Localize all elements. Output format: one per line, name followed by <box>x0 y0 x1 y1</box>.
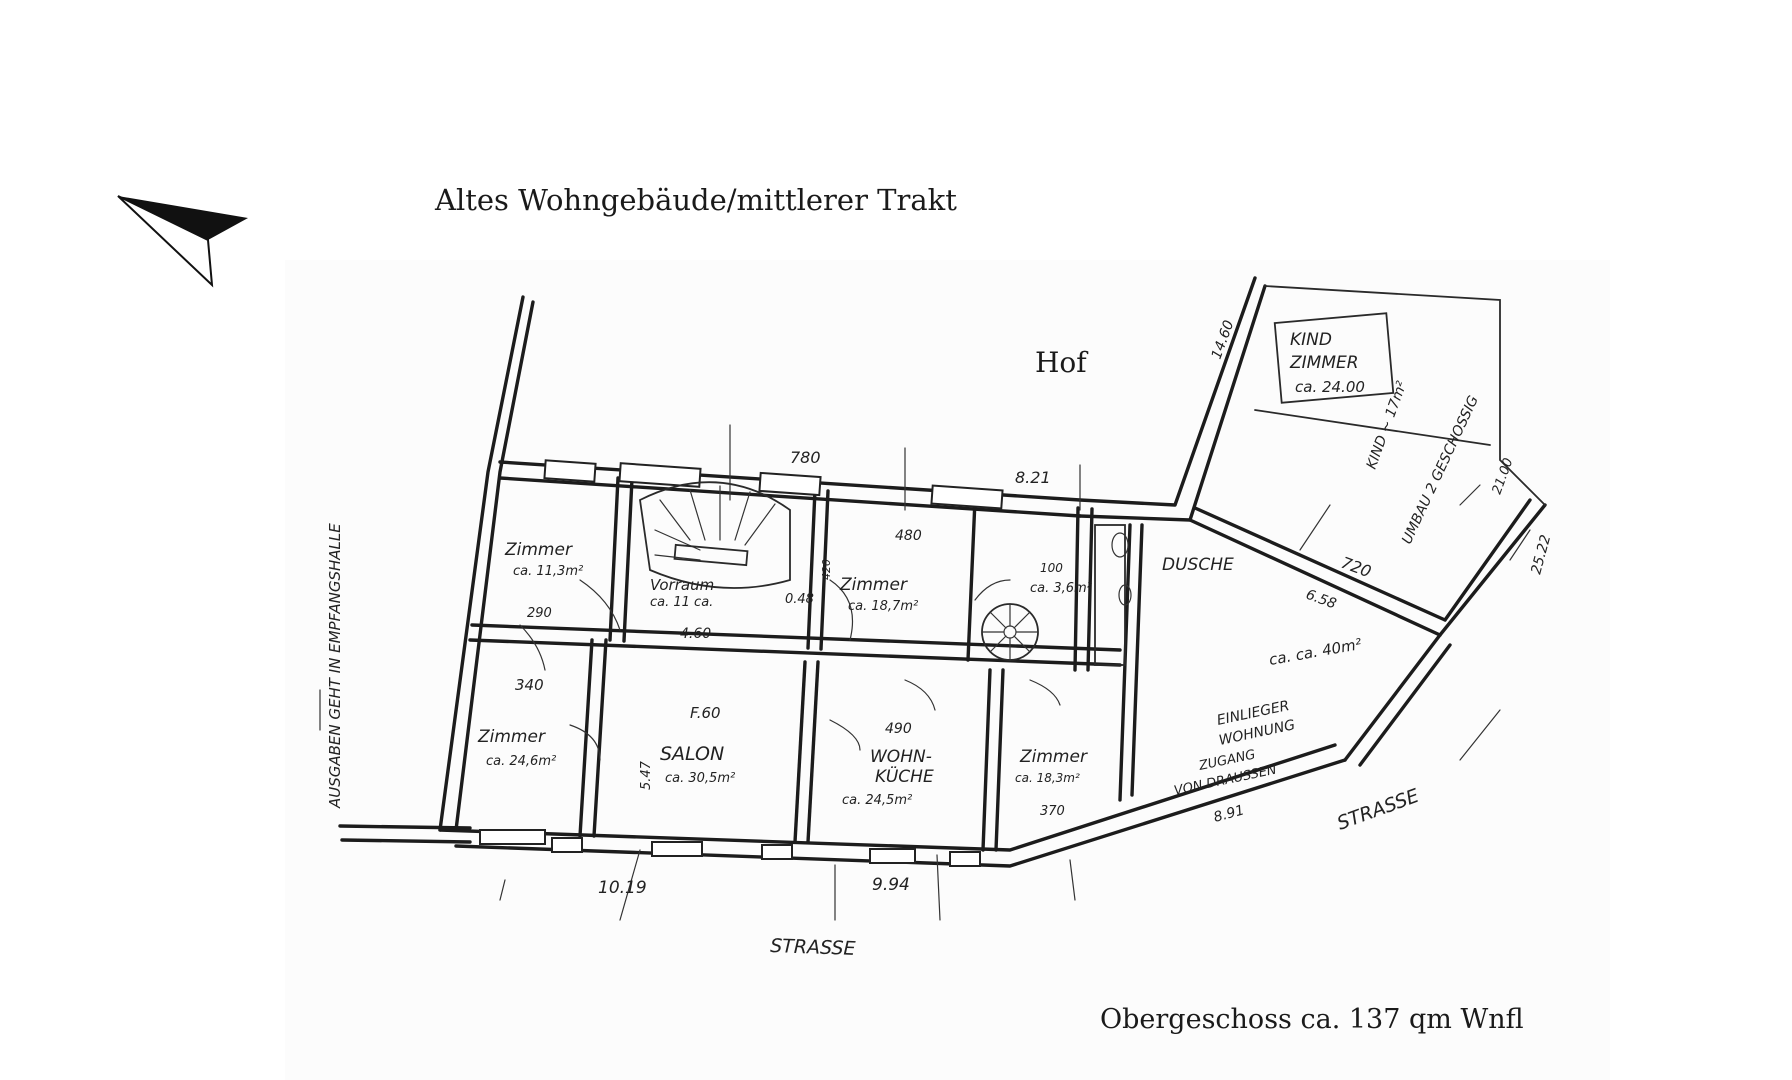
room-vorraum-area: ca. 11 ca. <box>650 595 713 610</box>
room-salon-name: SALON <box>660 743 724 765</box>
room-kind-line3: ca. 24.00 <box>1295 378 1365 396</box>
dim-780: 780 <box>790 448 821 467</box>
scan-paper <box>285 260 1610 1080</box>
annex-outline <box>1254 285 1546 506</box>
courtyard-label: Hof <box>1035 346 1089 379</box>
room-zimmer-3-area: ca. 24,6m² <box>486 754 556 769</box>
floor-caption: Obergeschoss ca. 137 qm Wnfl <box>1100 1004 1524 1035</box>
dim-100: 100 <box>1040 561 1063 575</box>
dim-420: 420 <box>820 559 833 580</box>
side-note: AUSGABEN GEHT IN EMPFANGSHALLE <box>326 523 344 809</box>
room-zimmer-4-area: ca. 18,3m² <box>1015 771 1080 785</box>
dim-290: 290 <box>527 606 552 621</box>
dim-480: 480 <box>895 528 922 544</box>
room-kind-line2: ZIMMER <box>1289 353 1359 373</box>
dim-048: 0.48 <box>785 592 814 607</box>
room-vorraum-name: Vorraum <box>650 576 714 594</box>
dim-1019: 10.19 <box>598 878 647 898</box>
room-wohnkueche-name: WOHN- <box>870 747 932 767</box>
room-wohnkueche-area: ca. 24,5m² <box>842 793 912 808</box>
room-kind-line1: KIND <box>1290 330 1332 350</box>
bathroom-fixtures <box>1094 524 1132 666</box>
room-zimmer-1-area: ca. 11,3m² <box>513 564 583 579</box>
dim-340: 340 <box>515 676 544 694</box>
room-zimmer-4-name: Zimmer <box>1019 747 1088 767</box>
staircase <box>639 481 791 589</box>
dimension-lines <box>319 424 1531 921</box>
windows <box>479 459 1004 867</box>
room-zimmer-2-name: Zimmer <box>839 575 908 595</box>
room-bad-area: ca. 3,6m² <box>1030 581 1092 596</box>
dim-f60: F.60 <box>690 704 721 722</box>
dim-547: 5.47 <box>639 760 654 790</box>
room-dusche-label: DUSCHE <box>1162 555 1234 575</box>
room-salon-area: ca. 30,5m² <box>665 771 735 786</box>
outer-walls <box>338 276 1547 868</box>
street-bottom-label: STRASSE <box>770 935 856 960</box>
dim-821: 8.21 <box>1015 468 1051 487</box>
dim-370: 370 <box>1040 804 1065 819</box>
page-title: Altes Wohngebäude/mittlerer Trakt <box>434 183 957 217</box>
room-wohnkueche-name-2: KÜCHE <box>875 765 934 787</box>
dim-460: 4.60 <box>680 626 711 642</box>
north-arrow-icon <box>117 195 248 288</box>
room-zimmer-3-name: Zimmer <box>477 727 546 747</box>
dim-891: 8.91 <box>1212 802 1246 826</box>
room-zimmer-1-name: Zimmer <box>504 540 573 560</box>
room-zimmer-2-area: ca. 18,7m² <box>848 599 918 614</box>
dim-994: 9.94 <box>872 875 910 895</box>
door-swings <box>519 579 1061 761</box>
spiral-stair <box>981 603 1039 661</box>
dim-490: 490 <box>885 721 912 737</box>
